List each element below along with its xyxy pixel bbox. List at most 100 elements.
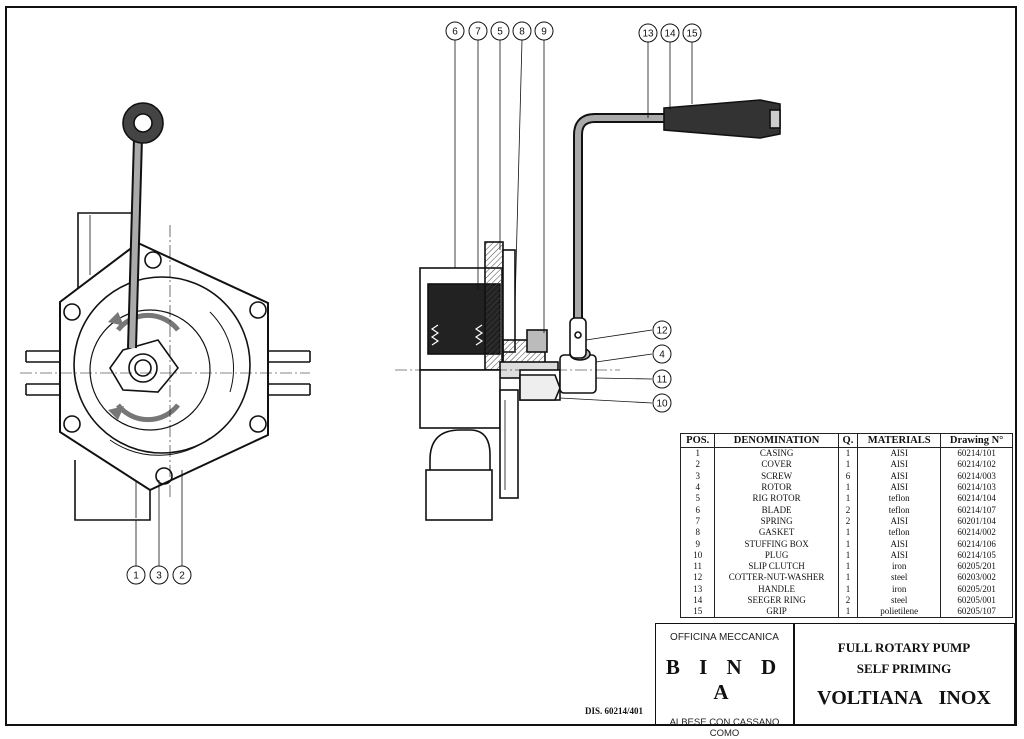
cell-denomination: SLIP CLUTCH — [714, 560, 839, 573]
cell-material: AISI — [857, 447, 942, 460]
svg-text:2: 2 — [179, 571, 185, 582]
cell-drawing-number: 60214/102 — [940, 459, 1013, 471]
cell-qty: 1 — [837, 583, 859, 595]
cell-qty: 1 — [837, 447, 859, 460]
model-name: VOLTIANA INOX — [817, 687, 991, 709]
cell-material: teflon — [857, 493, 942, 505]
cell-drawing-number: 60201/104 — [940, 515, 1013, 528]
header-pos: POS. — [679, 433, 716, 448]
drawing-number: DIS. 60214/401 — [585, 706, 644, 716]
cell-qty: 2 — [837, 504, 859, 516]
cell-pos: 13 — [679, 583, 716, 595]
company-location: ALBESE CON CASSANO COMO — [656, 717, 793, 739]
cell-pos: 6 — [679, 504, 716, 516]
callout-7: 7 — [468, 21, 488, 41]
cell-pos: 1 — [679, 447, 716, 460]
cell-material: AISI — [857, 538, 942, 550]
svg-text:3: 3 — [156, 571, 162, 582]
cell-qty: 1 — [837, 572, 859, 584]
cell-qty: 6 — [837, 470, 859, 482]
cell-material: iron — [857, 560, 942, 573]
callout-10: 10 — [652, 393, 672, 413]
callout-1: 1 — [126, 565, 146, 585]
parts-table-header: POS. DENOMINATION Q. MATERIALS Drawing N… — [679, 433, 1013, 448]
cell-drawing-number: 60214/107 — [940, 504, 1013, 516]
cell-qty: 1 — [837, 459, 859, 471]
callout-11: 11 — [652, 369, 672, 389]
svg-text:8: 8 — [519, 27, 525, 38]
cell-qty: 2 — [837, 515, 859, 528]
svg-text:4: 4 — [659, 350, 665, 361]
cell-qty: 1 — [837, 493, 859, 505]
cell-drawing-number: 60205/001 — [940, 594, 1013, 607]
cell-material: AISI — [857, 515, 942, 528]
svg-text:5: 5 — [497, 27, 503, 38]
front-view — [20, 102, 311, 566]
cell-drawing-number: 60205/107 — [940, 606, 1013, 619]
callout-13: 13 — [638, 23, 658, 43]
company-name: B I N D A — [665, 655, 784, 704]
cell-denomination: GASKET — [714, 527, 839, 539]
svg-text:1: 1 — [133, 571, 139, 582]
cell-denomination: SPRING — [714, 515, 839, 528]
cell-denomination: STUFFING BOX — [714, 538, 839, 550]
cell-qty: 1 — [837, 560, 859, 573]
cell-drawing-number: 60205/201 — [940, 583, 1013, 595]
title-block: FULL ROTARY PUMP SELF PRIMING VOLTIANA I… — [793, 623, 1015, 726]
cell-pos: 10 — [679, 549, 716, 561]
cell-pos: 15 — [679, 606, 716, 619]
cell-pos: 4 — [679, 481, 716, 494]
cell-denomination: COTTER-NUT-WASHER — [714, 572, 839, 584]
header-drawing-number: Drawing N° — [940, 433, 1013, 448]
cell-drawing-number: 60214/003 — [940, 470, 1013, 482]
cell-material: steel — [857, 572, 942, 584]
callout-15: 15 — [682, 23, 702, 43]
parts-table: POS. DENOMINATION Q. MATERIALS Drawing N… — [679, 433, 1013, 619]
title-line2: SELF PRIMING — [856, 661, 952, 676]
cell-drawing-number: 60214/106 — [940, 538, 1013, 550]
cell-material: iron — [857, 583, 942, 595]
cell-material: AISI — [857, 459, 942, 471]
svg-text:14: 14 — [664, 29, 676, 40]
company-line3: ALBESE CON CASSANO — [669, 717, 780, 728]
callout-bubbles: 1 3 2 6 7 5 8 9 13 14 15 12 4 11 10 — [126, 21, 702, 585]
cell-drawing-number: 60214/101 — [940, 447, 1013, 460]
cell-drawing-number: 60203/002 — [940, 572, 1013, 584]
cell-denomination: HANDLE — [714, 583, 839, 595]
cell-denomination: COVER — [714, 459, 839, 471]
cell-drawing-number: 60205/201 — [940, 560, 1013, 573]
cell-pos: 7 — [679, 515, 716, 528]
cell-pos: 14 — [679, 594, 716, 607]
cell-drawing-number: 60214/105 — [940, 549, 1013, 561]
cell-pos: 3 — [679, 470, 716, 482]
side-section-view — [395, 39, 781, 521]
cell-pos: 11 — [679, 560, 716, 573]
callout-9: 9 — [534, 21, 554, 41]
svg-text:9: 9 — [541, 27, 547, 38]
cell-material: polietilene — [857, 606, 942, 619]
callout-4: 4 — [652, 344, 672, 364]
cell-denomination: BLADE — [714, 504, 839, 516]
cell-denomination: ROTOR — [714, 481, 839, 494]
title-line1: FULL ROTARY PUMP — [837, 640, 971, 655]
header-denomination: DENOMINATION — [714, 433, 839, 448]
callout-2: 2 — [172, 565, 192, 585]
cell-material: steel — [857, 594, 942, 607]
cell-drawing-number: 60214/104 — [940, 493, 1013, 505]
cell-pos: 9 — [679, 538, 716, 550]
callout-12: 12 — [652, 320, 672, 340]
svg-text:10: 10 — [656, 399, 668, 410]
cell-denomination: SEEGER RING — [714, 594, 839, 607]
cell-material: AISI — [857, 481, 942, 494]
cell-material: AISI — [857, 470, 942, 482]
